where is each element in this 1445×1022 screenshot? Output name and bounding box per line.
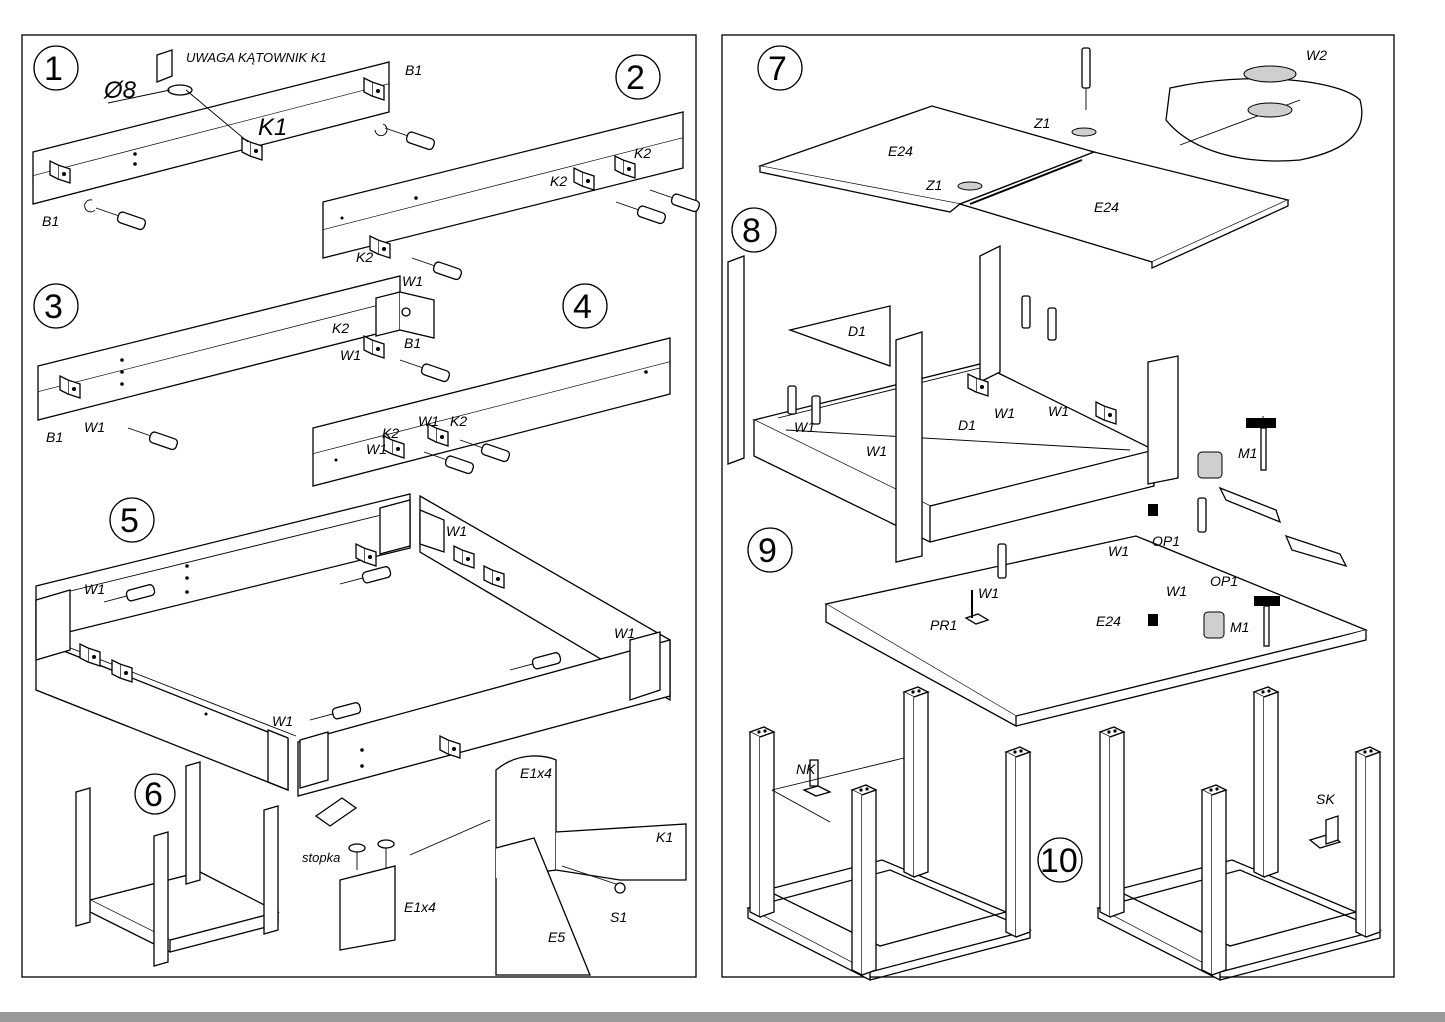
step-6-number: 6 <box>144 776 163 814</box>
diameter-label: Ø8 <box>103 77 137 104</box>
k2-a-label: K2 <box>450 413 467 429</box>
w1-b-label: W1 <box>1048 403 1069 419</box>
b1-left-label: B1 <box>46 429 63 445</box>
b1-right-label: B1 <box>404 335 421 351</box>
small-table-frame <box>75 761 280 967</box>
pr1-label: PR1 <box>930 617 957 633</box>
w1-bottom-label: W1 <box>272 713 293 729</box>
rail-e5 <box>495 837 591 976</box>
k2-c-label: K2 <box>356 249 373 265</box>
step-8-number: 8 <box>742 212 761 250</box>
frame-front-rail <box>297 639 671 797</box>
step-6: 6 stopka E1x4 E1x4 K1 S1 E5 <box>75 755 687 976</box>
step-1: 1 UWAGA KĄTOWNIK K1 Ø8 K1 B1 B1 <box>32 45 437 232</box>
e1x4-leg-label: E1x4 <box>520 765 552 781</box>
w1-right-label: W1 <box>614 625 635 641</box>
detail-bubble <box>1165 78 1363 162</box>
w1-a-label: W1 <box>418 413 439 429</box>
s1-label: S1 <box>610 909 627 925</box>
w1-b-label: W1 <box>1166 583 1187 599</box>
right-panel-frame <box>721 34 1395 978</box>
rubber-mallet <box>314 797 358 827</box>
w1-c-label: W1 <box>978 585 999 601</box>
step-1-number: 1 <box>44 50 63 88</box>
step-10-number: 10 <box>1040 842 1078 880</box>
board-d1 <box>787 305 891 367</box>
op1-b-label: OP1 <box>1210 573 1238 589</box>
leg-end-block <box>339 865 396 951</box>
d1-frame-label: D1 <box>958 417 976 433</box>
step-3-number: 3 <box>44 288 63 326</box>
k2-b-label: K2 <box>382 425 399 441</box>
e24-left-label: E24 <box>888 143 913 159</box>
w1-top-right-label: W1 <box>446 523 467 539</box>
w1-d-label: W1 <box>866 443 887 459</box>
b1-left-label: B1 <box>42 213 59 229</box>
k2-label: K2 <box>332 320 349 336</box>
e5-label: E5 <box>548 929 565 945</box>
frame-left-rail <box>35 639 289 791</box>
k1-label: K1 <box>258 114 287 141</box>
frame-back-rail <box>35 493 411 641</box>
z1-bottom-label: Z1 <box>925 177 942 193</box>
step-4: 4 W1 K2 K2 W1 <box>312 283 671 487</box>
step-3: 3 W1 K2 W1 B1 B1 W1 <box>33 273 452 452</box>
step-9-number: 9 <box>758 532 777 570</box>
w2-label: W2 <box>1306 47 1327 63</box>
w1-low-label: W1 <box>84 419 105 435</box>
nk-label: NK <box>796 761 816 777</box>
z1-top-label: Z1 <box>1033 115 1050 131</box>
k1-label: K1 <box>656 829 673 845</box>
w1-a-label: W1 <box>1108 543 1129 559</box>
e1x4-foot-label: E1x4 <box>404 899 436 915</box>
step-8: 8 D1 D1 W1 W1 W1 W1 M1 <box>727 207 1276 563</box>
step-2: 2 K2 K2 K2 <box>322 54 702 282</box>
step-7: 7 W2 Z1 Z1 E24 E24 <box>757 45 1363 270</box>
table-inverted-left <box>746 686 1032 982</box>
step-9: 9 W1 OP1 W1 OP1 W1 PR1 E24 M1 <box>747 451 1369 728</box>
m1-label: M1 <box>1230 619 1249 635</box>
warning-label: UWAGA KĄTOWNIK K1 <box>186 50 327 65</box>
e24-label: E24 <box>1096 613 1121 629</box>
m1-label: M1 <box>1238 445 1257 461</box>
e24-right-label: E24 <box>1094 199 1119 215</box>
w1-c-label: W1 <box>794 419 815 435</box>
step-5-number: 5 <box>120 502 139 540</box>
op1-a-label: OP1 <box>1152 533 1180 549</box>
w1-a-label: W1 <box>994 405 1015 421</box>
k2-b-label: K2 <box>550 173 567 189</box>
step-10: 10 NK SK <box>746 686 1382 982</box>
w1-left-label: W1 <box>84 581 105 597</box>
k1-bracket-detail <box>156 49 173 83</box>
stopka-label: stopka <box>302 850 340 865</box>
w1-b-label: W1 <box>366 441 387 457</box>
w1-top-label: W1 <box>402 273 423 289</box>
sk-label: SK <box>1316 791 1335 807</box>
step-7-number: 7 <box>768 50 787 88</box>
b1-top-label: B1 <box>405 62 422 78</box>
step-2-number: 2 <box>626 59 645 97</box>
scan-edge <box>0 1012 1445 1022</box>
w1-mid-label: W1 <box>340 347 361 363</box>
table-inverted-right <box>1096 686 1382 982</box>
step-4-number: 4 <box>573 288 592 326</box>
d1-board-label: D1 <box>848 323 866 339</box>
left-panel-frame <box>21 34 697 978</box>
k2-a-label: K2 <box>634 145 651 161</box>
step-5: 5 W1 W1 W1 W1 <box>35 493 671 797</box>
